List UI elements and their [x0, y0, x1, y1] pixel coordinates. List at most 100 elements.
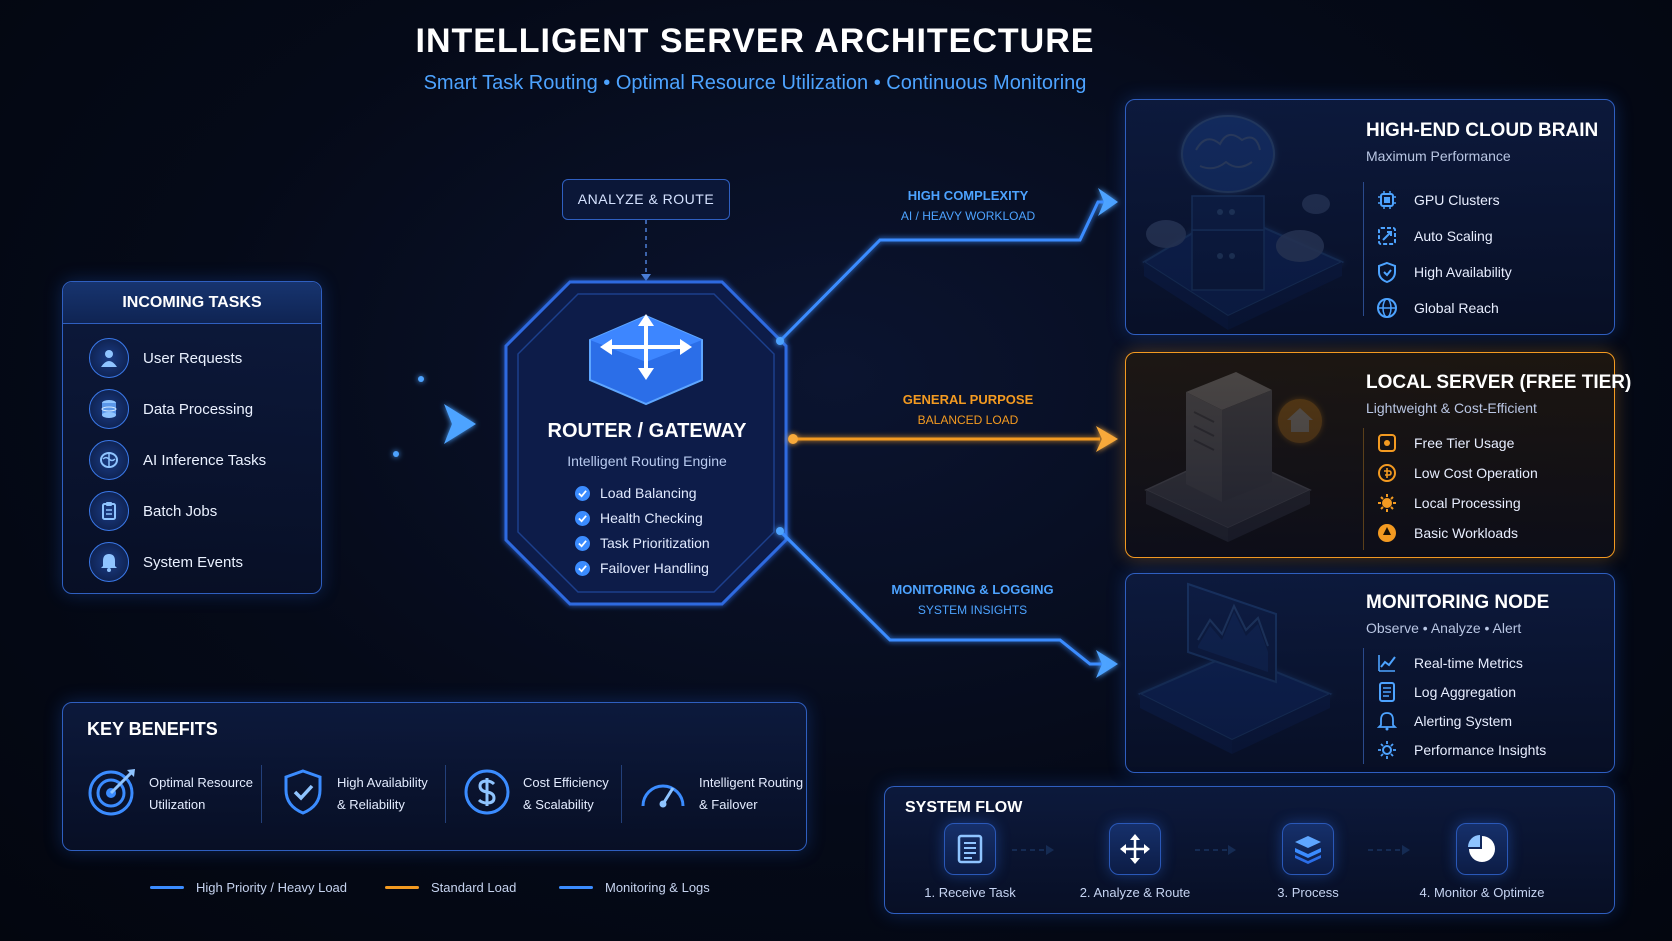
monitor-feature-label: Real-time Metrics [1414, 654, 1523, 671]
router-feature-label: Health Checking [600, 510, 703, 526]
basic-workload-icon [1376, 522, 1398, 544]
line-chart-icon [1376, 652, 1398, 674]
monitor-feature-label: Alerting System [1414, 712, 1513, 729]
incoming-item-user-requests[interactable]: User Requests [89, 338, 242, 378]
legend-item-standard-load: Standard Load [385, 880, 516, 895]
move-arrows-icon [1109, 823, 1161, 875]
local-feature-label: Local Processing [1414, 495, 1521, 511]
cloud-brain-heading: HIGH-END CLOUD BRAIN Maximum Performance [1366, 120, 1598, 164]
local-server-panel [1125, 352, 1615, 558]
high-complexity-path [776, 188, 1118, 345]
key-benefits-title: KEY BENEFITS [87, 719, 218, 739]
incoming-tasks-panel: INCOMING TASKS User Requests Data Proces… [62, 281, 322, 594]
monitor-feature-item: Performance Insights [1376, 735, 1546, 764]
local-processing-icon [1376, 492, 1398, 514]
bell-icon [89, 542, 129, 582]
system-flow-step-label: 1. Receive Task [924, 885, 1016, 900]
monitoring-logging-label: MONITORING & LOGGING SYSTEM INSIGHTS [860, 580, 1085, 620]
dollar-icon [463, 768, 511, 821]
incoming-item-data-processing[interactable]: Data Processing [89, 389, 253, 429]
shield-check-icon [281, 768, 325, 821]
router-feature: Task Prioritization [575, 535, 710, 551]
benefit-line2: & Reliability [337, 797, 405, 812]
general-purpose-path [788, 426, 1118, 452]
benefit-divider [261, 765, 262, 823]
globe-icon [1376, 297, 1398, 319]
monitor-feature-label: Performance Insights [1414, 741, 1547, 758]
monitoring-node-subtitle: Observe • Analyze • Alert [1366, 620, 1522, 636]
incoming-item-system-events[interactable]: System Events [89, 542, 243, 582]
clipboard-icon [89, 491, 129, 531]
cloud-feature-label: GPU Clusters [1414, 192, 1500, 208]
router-octagon [504, 280, 788, 606]
auto-scale-icon [1376, 225, 1398, 247]
user-icon [89, 338, 129, 378]
benefit-line1: Intelligent Routing [699, 775, 804, 790]
incoming-item-label: Batch Jobs [143, 502, 218, 520]
cloud-feature-item: High Availability [1376, 254, 1512, 290]
legend-label: High Priority / Heavy Load [196, 880, 348, 895]
flow-label-secondary: AI / HEAVY WORKLOAD [900, 209, 1036, 223]
system-flow-step-label: 4. Monitor & Optimize [1419, 885, 1545, 900]
cloud-brain-subtitle: Maximum Performance [1366, 148, 1511, 164]
system-flow-step: 2. Analyze & Route [1050, 823, 1220, 900]
local-server-feature-list: Free Tier Usage Low Cost Operation Local… [1363, 428, 1538, 550]
log-document-icon [1376, 681, 1398, 703]
benefit-item: Intelligent Routing & Failover [639, 765, 803, 823]
cloud-feature-item: Global Reach [1376, 290, 1512, 326]
system-flow-step: 3. Process [1223, 823, 1393, 900]
alert-bell-icon [1376, 710, 1398, 732]
local-feature-label: Free Tier Usage [1414, 435, 1515, 451]
monitoring-node-title: MONITORING NODE [1366, 592, 1550, 613]
benefit-line1: High Availability [337, 775, 428, 790]
local-server-heading: LOCAL SERVER (FREE TIER) Lightweight & C… [1366, 372, 1631, 416]
cloud-brain-feature-list: GPU Clusters Auto Scaling High Availabil… [1363, 182, 1512, 318]
benefit-line1: Cost Efficiency [523, 775, 609, 790]
local-feature-item: Free Tier Usage [1376, 428, 1538, 458]
gauge-icon [639, 772, 687, 817]
low-cost-icon [1376, 462, 1398, 484]
incoming-item-batch-jobs[interactable]: Batch Jobs [89, 491, 217, 531]
cloud-feature-label: Auto Scaling [1414, 228, 1493, 244]
local-server-subtitle: Lightweight & Cost-Efficient [1366, 400, 1537, 416]
check-icon [575, 485, 590, 501]
general-purpose-label: GENERAL PURPOSE BALANCED LOAD [868, 390, 1068, 430]
monitor-feature-label: Log Aggregation [1414, 683, 1516, 700]
cloud-feature-label: High Availability [1414, 264, 1512, 280]
router-feature: Load Balancing [575, 485, 697, 501]
legend-label: Standard Load [431, 880, 517, 895]
high-complexity-label: HIGH COMPLEXITY AI / HEAVY WORKLOAD [868, 186, 1068, 226]
monitoring-node-heading: MONITORING NODE Observe • Analyze • Aler… [1366, 592, 1549, 636]
system-flow-step-label: 2. Analyze & Route [1079, 885, 1191, 900]
monitoring-node-feature-list: Real-time Metrics Log Aggregation Alerti… [1363, 648, 1546, 764]
incoming-streaks [320, 376, 476, 457]
router-subtitle: Intelligent Routing Engine [567, 453, 727, 469]
legend-label: Monitoring & Logs [605, 880, 710, 895]
flow-label-secondary: BALANCED LOAD [917, 413, 1019, 427]
flow-label-primary: MONITORING & LOGGING [891, 582, 1054, 597]
document-icon [944, 823, 996, 875]
local-feature-item: Local Processing [1376, 488, 1538, 518]
legend-item-monitoring: Monitoring & Logs [559, 880, 710, 895]
local-feature-item: Basic Workloads [1376, 518, 1538, 548]
layers-icon [1282, 823, 1334, 875]
benefit-item: Cost Efficiency& Scalability [463, 765, 609, 823]
benefit-line2: Utilization [149, 797, 206, 812]
check-icon [575, 560, 590, 576]
page-title: INTELLIGENT SERVER ARCHITECTURE [415, 22, 1095, 60]
system-flow-step: 1. Receive Task [885, 823, 1055, 900]
benefit-divider [621, 765, 622, 823]
monitor-feature-item: Log Aggregation [1376, 677, 1546, 706]
incoming-item-ai-inference[interactable]: AI Inference Tasks [89, 440, 266, 480]
cloud-brain-panel [1125, 99, 1615, 335]
insights-gear-icon [1376, 739, 1398, 761]
local-server-title: LOCAL SERVER (FREE TIER) [1366, 372, 1632, 393]
router-feature: Failover Handling [575, 560, 709, 576]
cloud-feature-item: Auto Scaling [1376, 218, 1512, 254]
benefit-line2: & Failover [699, 797, 758, 812]
check-icon [575, 535, 590, 551]
check-icon [575, 510, 590, 526]
benefit-item: High Availability & Reliability [281, 765, 428, 823]
monitoring-path [776, 527, 1118, 678]
